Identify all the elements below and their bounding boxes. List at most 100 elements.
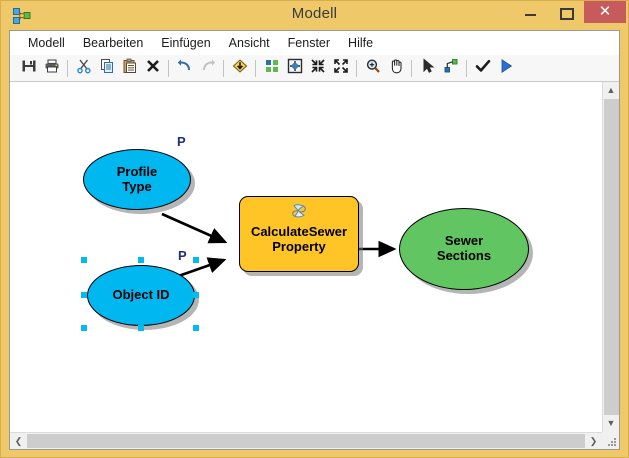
select-pointer-icon (420, 57, 436, 79)
selection-handle-se[interactable] (193, 325, 199, 331)
auto-layout-button[interactable] (228, 57, 251, 80)
save-icon (21, 58, 37, 79)
minimize-icon (525, 14, 536, 16)
save-button[interactable] (17, 57, 40, 80)
connector-profile-type-to-tool (161, 212, 228, 244)
minimize-button[interactable] (514, 1, 547, 23)
toolbar-separator (67, 59, 68, 77)
paste-icon (122, 58, 138, 79)
run-play-icon (498, 58, 514, 79)
scroll-left-button[interactable]: ❮ (14, 436, 23, 446)
zoom-out-icon (310, 58, 326, 79)
connect-button[interactable] (439, 57, 462, 80)
toolbar-separator (255, 59, 256, 77)
node-profile-type-label: Profile Type (116, 163, 158, 194)
node-calculate-sewer-property[interactable]: CalculateSewer Property (239, 196, 359, 272)
validate-button[interactable] (471, 57, 494, 80)
print-button[interactable] (40, 57, 63, 80)
selection-handle-e[interactable] (193, 292, 199, 298)
canvas-area: Profile Type P Object ID P (10, 82, 619, 449)
selection-handle-sw[interactable] (81, 325, 87, 331)
node-object-id[interactable]: Object ID (87, 265, 195, 326)
magnifier-button[interactable] (361, 57, 384, 80)
auto-layout-icon (232, 58, 248, 79)
paste-button[interactable] (118, 57, 141, 80)
redo-button[interactable] (196, 57, 219, 80)
magnifier-icon (365, 58, 381, 79)
delete-button[interactable] (141, 57, 164, 80)
close-icon: ✕ (598, 3, 612, 20)
zoom-in-button[interactable] (329, 57, 352, 80)
pan-hand-icon (388, 58, 404, 79)
toolbar-separator (168, 59, 169, 77)
undo-icon (177, 58, 193, 79)
selection-handle-n[interactable] (138, 257, 144, 263)
node-sewer-sections[interactable]: Sewer Sections (399, 208, 529, 290)
menu-item-einfuegen[interactable]: Einfügen (161, 36, 211, 50)
selection-handle-w[interactable] (81, 292, 87, 298)
node-label-line1: Sewer (444, 233, 484, 249)
validate-check-icon (475, 58, 491, 79)
menu-item-fenster[interactable]: Fenster (287, 36, 331, 50)
copy-button[interactable] (95, 57, 118, 80)
node-object-id-label: Object ID (112, 287, 170, 303)
toolbar-separator (466, 59, 467, 77)
full-view-icon (287, 58, 303, 79)
model-builder-icon (13, 7, 31, 25)
toolbar (10, 55, 619, 82)
cut-icon (76, 58, 92, 79)
diagram-properties-icon (264, 58, 280, 79)
pan-button[interactable] (384, 57, 407, 80)
cut-button[interactable] (72, 57, 95, 80)
node-calculate-sewer-property-label: CalculateSewer Property (251, 225, 347, 254)
delete-icon (145, 58, 161, 79)
scroll-right-button[interactable]: ❯ (589, 436, 598, 446)
node-sewer-sections-label: Sewer Sections (437, 234, 491, 263)
scroll-up-button[interactable]: ▲ (603, 82, 619, 99)
node-label-line2: Sections (436, 248, 492, 263)
node-label-line1: CalculateSewer (250, 224, 348, 240)
parameter-badge-object-id: P (178, 248, 187, 263)
copy-icon (99, 58, 115, 79)
menu-item-ansicht[interactable]: Ansicht (228, 36, 270, 50)
model-diagram-canvas[interactable]: Profile Type P Object ID P (10, 82, 602, 432)
selection-handle-nw[interactable] (81, 257, 87, 263)
undo-button[interactable] (173, 57, 196, 80)
scroll-down-button[interactable]: ▼ (603, 415, 619, 432)
selection-handle-ne[interactable] (193, 257, 199, 263)
vertical-scroll-thumb[interactable] (604, 99, 619, 415)
window-title: Modell (291, 5, 338, 22)
node-profile-type[interactable]: Profile Type (83, 149, 191, 210)
selection-handle-s[interactable] (138, 325, 144, 331)
menu-item-bearbeiten[interactable]: Bearbeiten (82, 36, 144, 50)
select-button[interactable] (416, 57, 439, 80)
scrollbar-corner (602, 432, 619, 449)
horizontal-scrollbar[interactable]: ❮ ❯ (10, 432, 602, 449)
redo-icon (200, 58, 216, 79)
print-icon (44, 58, 60, 79)
node-label-line2: Type (122, 178, 152, 194)
full-view-button[interactable] (283, 57, 306, 80)
node-label-line2: Property (272, 239, 326, 254)
diagram-properties-button[interactable] (260, 57, 283, 80)
toolbar-separator (356, 59, 357, 77)
menu-item-hilfe[interactable]: Hilfe (348, 36, 374, 50)
parameter-badge-profile-type: P (177, 134, 186, 149)
menu-bar: Modell Bearbeiten Einfügen Ansicht Fenst… (10, 31, 619, 55)
title-bar[interactable]: Modell ✕ (1, 1, 628, 30)
run-button[interactable] (494, 57, 517, 80)
connect-icon (443, 58, 459, 79)
node-label-line1: Profile (116, 163, 158, 179)
script-tool-icon (289, 203, 309, 221)
zoom-in-icon (333, 58, 349, 79)
menu-item-modell[interactable]: Modell (28, 36, 65, 50)
horizontal-scroll-thumb[interactable] (27, 434, 585, 448)
close-button[interactable]: ✕ (584, 1, 626, 23)
resize-grip-icon[interactable] (608, 438, 616, 446)
toolbar-separator (223, 59, 224, 77)
zoom-out-button[interactable] (306, 57, 329, 80)
maximize-button[interactable] (549, 1, 582, 23)
client-area: Modell Bearbeiten Einfügen Ansicht Fenst… (9, 30, 620, 450)
vertical-scrollbar[interactable]: ▲ ▼ (602, 82, 619, 432)
